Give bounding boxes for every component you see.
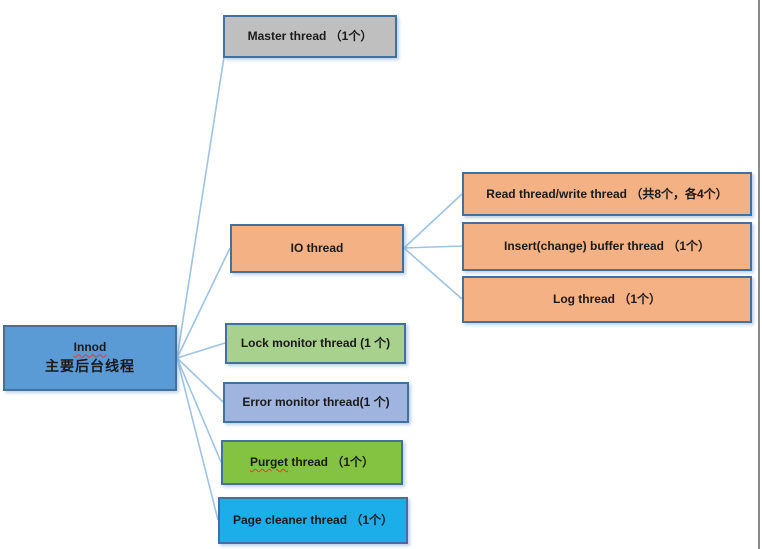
node-read-write-thread: Read thread/write thread （共8个，各4个） <box>462 172 752 216</box>
connector-root-page <box>176 357 219 521</box>
node-purge-thread: Purget thread （1个） <box>221 440 403 485</box>
node-error-label: Error monitor thread(1 个) <box>242 395 390 409</box>
connector-root-master <box>176 56 225 359</box>
connector-root-error <box>176 357 224 403</box>
node-error-monitor-thread: Error monitor thread(1 个) <box>223 382 409 423</box>
connector-io-read <box>403 193 463 249</box>
connector-root-purget <box>176 357 222 463</box>
connector-root-io <box>176 247 231 359</box>
node-page-cleaner-thread: Page cleaner thread （1个） <box>218 497 408 544</box>
node-purget-word: Purget <box>249 455 288 469</box>
node-innodb-root: Innod 主要后台线程 <box>3 325 177 391</box>
node-io-thread: IO thread <box>230 224 404 273</box>
node-page-label: Page cleaner thread （1个） <box>232 513 394 527</box>
root-title-line1: Innod <box>73 340 107 355</box>
connector-root-lock <box>176 342 226 359</box>
node-io-label: IO thread <box>290 241 344 255</box>
node-lock-label: Lock monitor thread (1 个) <box>240 336 391 350</box>
root-title-line2: 主要后台线程 <box>45 358 135 375</box>
node-read-label: Read thread/write thread （共8个，各4个） <box>486 186 728 201</box>
node-log-label: Log thread （1个） <box>552 292 661 306</box>
node-insert-buffer-thread: Insert(change) buffer thread （1个） <box>462 222 752 271</box>
node-insert-label: Insert(change) buffer thread （1个） <box>503 239 711 253</box>
connector-io-insert <box>403 245 463 249</box>
node-master-label: Master thread （1个） <box>247 29 373 43</box>
node-lock-monitor-thread: Lock monitor thread (1 个) <box>225 323 406 364</box>
node-log-thread: Log thread （1个） <box>462 276 752 323</box>
connector-io-log <box>403 247 463 300</box>
window-right-border <box>758 0 760 549</box>
node-purget-rest: thread （1个） <box>287 455 375 469</box>
node-master-thread: Master thread （1个） <box>223 15 397 58</box>
node-purget-label: Purget thread （1个） <box>250 455 374 470</box>
